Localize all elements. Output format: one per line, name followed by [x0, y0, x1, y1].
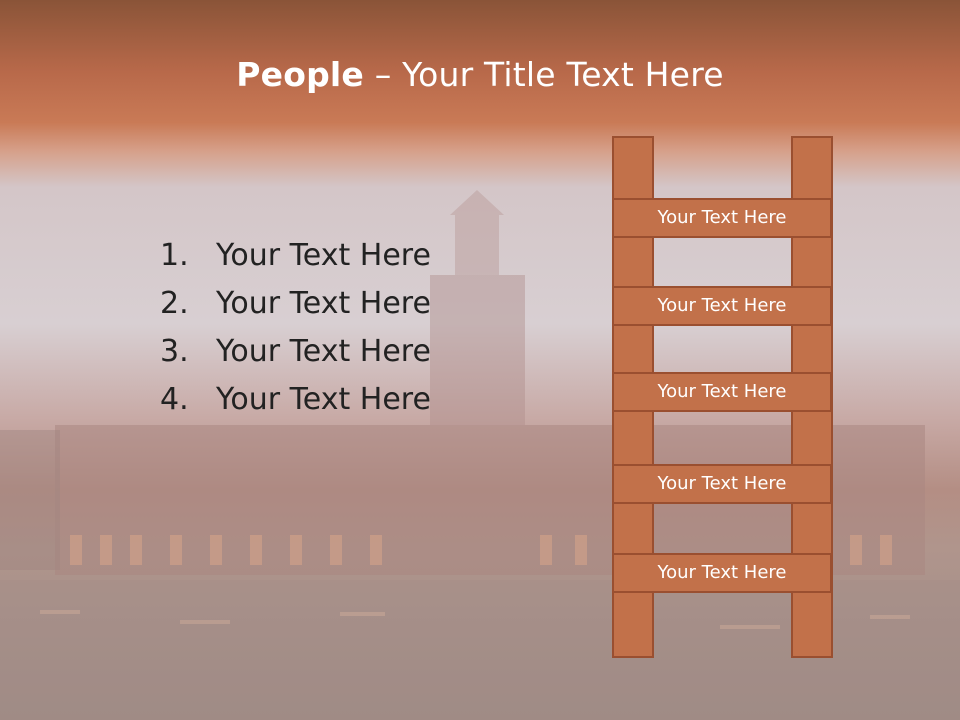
- title-separator: –: [364, 55, 403, 94]
- title-text: Your Title Text Here: [402, 55, 724, 94]
- ladder-rung: Your Text Here: [612, 372, 832, 412]
- ladder-rung: Your Text Here: [612, 198, 832, 238]
- list-number: 2.: [160, 286, 189, 321]
- list-text: Your Text Here: [216, 382, 431, 417]
- list-item: 1. Your Text Here: [160, 232, 431, 280]
- list-item: 3. Your Text Here: [160, 328, 431, 376]
- list-text: Your Text Here: [216, 334, 431, 369]
- title-bold-part: People: [236, 55, 364, 94]
- slide-title: People – Your Title Text Here: [0, 55, 960, 94]
- list-text: Your Text Here: [216, 238, 431, 273]
- ladder-rung: Your Text Here: [612, 286, 832, 326]
- list-item: 2. Your Text Here: [160, 280, 431, 328]
- list-item: 4. Your Text Here: [160, 376, 431, 424]
- list-number: 4.: [160, 382, 189, 417]
- list-number: 3.: [160, 334, 189, 369]
- list-number: 1.: [160, 238, 189, 273]
- list-text: Your Text Here: [216, 286, 431, 321]
- ladder-rung: Your Text Here: [612, 553, 832, 593]
- ladder-rung: Your Text Here: [612, 464, 832, 504]
- numbered-list: 1. Your Text Here 2. Your Text Here 3. Your…: [160, 232, 431, 424]
